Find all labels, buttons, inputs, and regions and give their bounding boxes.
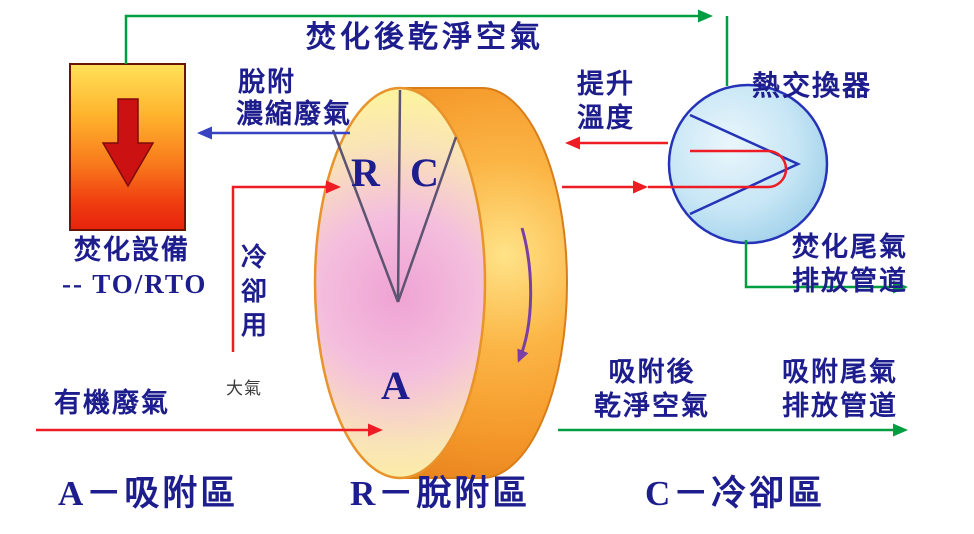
rotor-divider-left — [331, 129, 400, 303]
raise-temperature-label-line2: 溫度 — [577, 102, 635, 133]
incineration-tail-label-line1: 焚化尾氣 — [792, 232, 908, 262]
rotor-drum-edges — [400, 87, 482, 479]
cooling-use-label-char1: 冷 — [241, 242, 267, 272]
rotor-rotation-arrow — [517, 227, 533, 363]
zone-label-c: C — [410, 150, 439, 195]
cooling-use-label-char3: 用 — [241, 311, 267, 340]
rotor-front-face — [313, 86, 487, 480]
legend-desorption-zone: R－脫附區 — [350, 474, 530, 513]
organic-waste-gas-label: 有機廢氣 — [54, 387, 170, 418]
incinerator-label-line1: 焚化設備 — [74, 234, 190, 265]
adsorption-tail-label-line1: 吸附尾氣 — [782, 357, 898, 387]
incinerator-label-line2: -- TO/RTO — [62, 269, 207, 299]
legend-adsorption-zone: A－吸附區 — [58, 474, 238, 513]
zone-label-r: R — [351, 150, 381, 195]
incineration-tail-gas-line — [744, 240, 908, 294]
desorb-label-line1: 脫附 — [238, 67, 296, 97]
legend-cooling-zone: C－冷卻區 — [645, 474, 825, 513]
atmosphere-label: 大氣 — [226, 379, 262, 398]
raise-temperature-label-line1: 提升 — [577, 69, 635, 99]
zone-label-a: A — [381, 363, 410, 408]
heat-exchanger-circle — [667, 83, 829, 245]
desorb-label-line2: 濃縮廢氣 — [236, 98, 352, 129]
adsorbed-clean-air-label-line2: 乾淨空氣 — [594, 390, 710, 421]
heat-exchanger-inner-red-coil — [648, 149, 788, 189]
top-clean-air-label: 焚化後乾淨空氣 — [306, 21, 544, 54]
cooling-use-label-char2: 卻 — [240, 277, 267, 306]
incineration-tail-label-line2: 排放管道 — [792, 265, 908, 296]
rotor-divider-right — [396, 136, 458, 303]
heat-exchanger-inner-blue-coil — [689, 113, 802, 216]
adsorbed-clean-air-label-line1: 吸附後 — [609, 357, 696, 387]
adsorption-tail-label-line2: 排放管道 — [782, 390, 898, 421]
incinerator-flame-arrow-icon — [101, 98, 155, 188]
rotor-divider-vertical — [396, 89, 402, 303]
heat-exchanger-label: 熱交換器 — [752, 69, 872, 102]
cooling-air-intake-line — [231, 180, 341, 352]
clean-air-after-incineration-line — [124, 9, 713, 64]
